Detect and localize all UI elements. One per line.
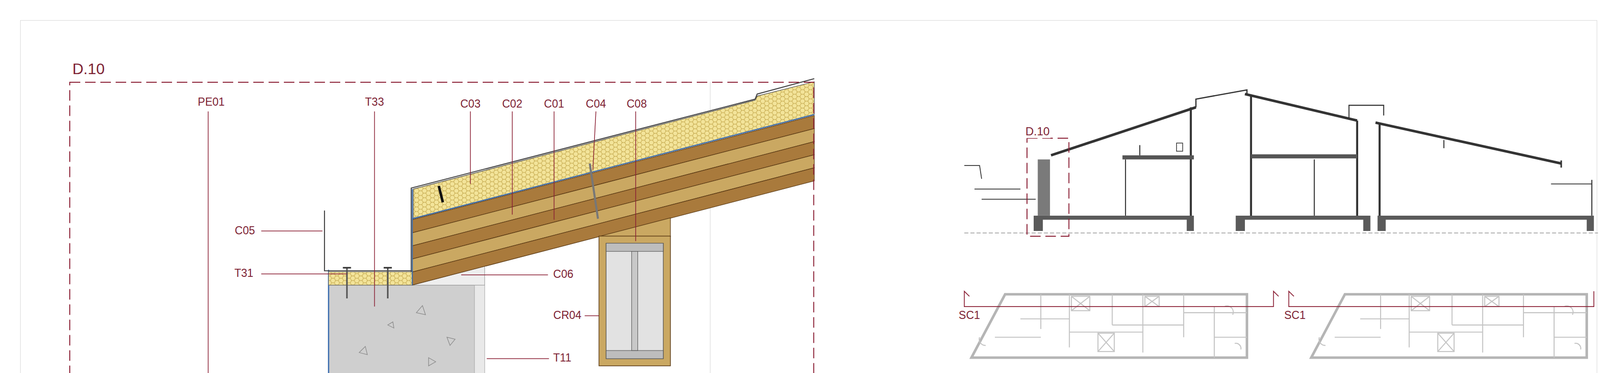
detail-frame: D.10 [69, 81, 815, 373]
detail-heading: D.10 [71, 61, 106, 78]
detail-heading: D.10 [1024, 125, 1051, 138]
leader-line [208, 111, 637, 373]
section-cut-line [1288, 291, 1594, 307]
leader-line [261, 273, 347, 274]
building-section [1591, 179, 1593, 216]
dashed-frame [69, 81, 815, 373]
dashed-frame [1026, 137, 1070, 237]
building-section [1244, 94, 1358, 121]
callout-code: PE01 [196, 96, 226, 109]
leader-line [374, 111, 375, 307]
leader-line [261, 230, 323, 231]
callout-code: C06 [552, 268, 575, 281]
building-section [964, 89, 1592, 216]
leader-line [486, 357, 549, 359]
concrete-wall [387, 321, 394, 328]
membrane-line [411, 188, 413, 285]
leader-line [635, 111, 636, 241]
timber-cased-beam [598, 217, 671, 366]
timber-cased-beam [598, 217, 671, 237]
timber-cased-beam [631, 251, 638, 351]
detail-marker-frame: D.10 [1026, 137, 1070, 237]
leader-line [553, 111, 555, 220]
concrete-wall [359, 305, 456, 366]
floor-plan [971, 293, 1248, 357]
section-mark: SC1 [1283, 309, 1307, 322]
screw-symbol [589, 163, 598, 219]
callout-code: T33 [364, 96, 386, 109]
leader-line [584, 315, 599, 316]
concrete-wall [328, 284, 482, 373]
floor-plan [971, 293, 1588, 357]
callout-code: C02 [501, 97, 524, 110]
building-section [1375, 122, 1562, 163]
callout-code: CR04 [552, 309, 583, 322]
building-section [1139, 144, 1141, 155]
building-section [1050, 107, 1196, 155]
building-section [1124, 159, 1126, 216]
callout-code: C08 [625, 97, 648, 110]
timber-cased-beam [605, 350, 664, 359]
building-section [1313, 159, 1315, 216]
building-section [1377, 215, 1595, 231]
building-section [964, 89, 1599, 233]
section-cut-line [964, 291, 1594, 307]
building-section [1356, 120, 1359, 216]
building-section [1551, 183, 1592, 185]
leader-line [461, 274, 548, 275]
section-mark: SC1 [957, 309, 982, 322]
building-section [964, 232, 1599, 233]
floor-plan [1311, 293, 1588, 357]
callout-code: C03 [459, 97, 482, 110]
building-section [1560, 160, 1562, 168]
building-section [964, 165, 982, 179]
callout-code: C05 [233, 224, 256, 237]
section-cut-line [964, 291, 1279, 307]
callout-code: T31 [233, 267, 255, 280]
parapet-build-up [387, 267, 389, 299]
timber-cased-beam [598, 236, 671, 366]
dashed-frame [69, 82, 814, 373]
parapet-build-up [342, 266, 351, 269]
building-section [974, 188, 1021, 190]
parapet-build-up [345, 267, 348, 299]
building-section [1189, 107, 1192, 216]
building-section [1176, 142, 1183, 152]
building-section [1251, 154, 1358, 159]
parapet-build-up [324, 210, 415, 271]
building-section [1033, 215, 1194, 231]
leader-line [207, 111, 209, 373]
building-section [1235, 215, 1371, 231]
leader-line [470, 111, 471, 184]
leader-line [593, 111, 596, 170]
building-section [1122, 155, 1194, 160]
dashed-frame [1027, 138, 1070, 237]
timber-cased-beam [605, 243, 664, 252]
concrete-wall [474, 284, 485, 373]
concrete-wall [446, 336, 455, 346]
concrete-wall [359, 345, 368, 355]
timber-cased-beam [605, 243, 664, 359]
building-section [1037, 159, 1051, 216]
parapet-build-up [383, 266, 392, 269]
concrete-wall [428, 357, 436, 366]
building-section [1378, 123, 1381, 216]
building-section [981, 198, 1036, 200]
building-section [1349, 105, 1384, 120]
sheet-frame [20, 20, 1598, 373]
membrane-line [412, 114, 815, 219]
roof-insulation [438, 185, 444, 203]
building-section [1195, 89, 1247, 108]
building-section [1443, 140, 1445, 149]
leader-line [511, 111, 513, 215]
callout-code: C04 [584, 97, 607, 110]
sheet-frame [20, 20, 1598, 373]
callout-code: C01 [542, 97, 565, 110]
callout-code: T11 [552, 352, 573, 365]
concrete-wall [416, 305, 426, 315]
